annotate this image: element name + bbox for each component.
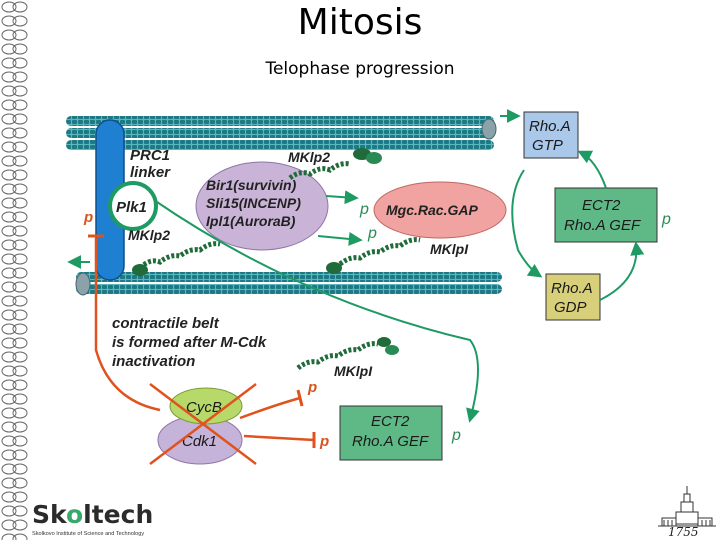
cpc-bir1-label: Bir1(survivin) xyxy=(206,177,297,193)
mklp1-low-label: MKlpI xyxy=(334,363,373,379)
cpc-complex xyxy=(195,161,329,251)
arrow-plk1-to-ect2 xyxy=(153,199,480,423)
gap-phospho-1: p xyxy=(359,201,369,218)
arrow-ect2-to-gtp xyxy=(577,150,607,189)
contractile-text-2: is formed after M-Cdk xyxy=(112,334,267,351)
rhoa-gtp-label-1: Rho.A xyxy=(529,118,571,135)
arrow-gdp-to-ect2 xyxy=(599,241,645,301)
cross-line-2 xyxy=(149,383,257,465)
plk1-node xyxy=(108,181,158,231)
microtubule-bottom xyxy=(75,272,502,296)
motor-mklp1-low xyxy=(296,337,399,370)
decorative-border xyxy=(0,0,30,540)
motor-mklp2-bottom xyxy=(132,241,221,276)
contractile-text-1: contractile belt xyxy=(112,315,220,332)
inhibit-to-ect2 xyxy=(243,432,316,448)
arrow-cpc-to-gap-2 xyxy=(317,231,363,246)
cpc-sli15-label: Sli15(INCENP) xyxy=(206,195,301,211)
arrow-gtp-to-gdp xyxy=(511,169,543,278)
ect2-bottom-phospho: p xyxy=(451,427,461,444)
linker-label: linker xyxy=(130,164,171,181)
skoltech-logo: Skoltech Skolkovo Institute of Science a… xyxy=(32,500,154,537)
ect2-right-label-2: Rho.A GEF xyxy=(564,217,641,234)
rhoa-gdp-label-2: GDP xyxy=(554,299,587,316)
founding-year: 1755 xyxy=(668,525,699,539)
cpc-ipl1-label: Ipl1(AuroraB) xyxy=(206,213,296,229)
logo-tagline: Skolkovo Institute of Science and Techno… xyxy=(32,531,145,537)
cycb-label: CycB xyxy=(186,399,222,416)
arrow-cpc-to-gap xyxy=(325,190,359,205)
rhoa-gtp-box xyxy=(523,111,579,159)
cycb-node xyxy=(169,387,243,425)
rhoa-gdp-label-1: Rho.A xyxy=(551,280,593,297)
mklp1-mid-label: MKlpI xyxy=(430,241,469,257)
ect2-bottom-label-2: Rho.A GEF xyxy=(352,433,429,450)
microtubule-top xyxy=(66,116,497,150)
university-building-icon xyxy=(658,486,716,527)
slide-title: Mitosis xyxy=(297,2,423,43)
rhoa-gtp-label-2: GTP xyxy=(532,137,563,154)
rhoa-gdp-box xyxy=(545,273,601,321)
ect2-phospho-red: p xyxy=(319,433,329,450)
inhibit-to-mklp1 xyxy=(239,389,304,420)
plk1-phospho: p xyxy=(83,209,93,226)
ect2-right-label-1: ECT2 xyxy=(582,197,621,214)
mklp1-phospho: p xyxy=(307,379,317,396)
contractile-text-3: inactivation xyxy=(112,353,195,370)
ect2-bottom-label-1: ECT2 xyxy=(371,413,410,430)
motor-mklp2-top xyxy=(288,148,382,181)
gap-phospho-2: p xyxy=(367,225,377,242)
plk1-label: Plk1 xyxy=(116,199,147,216)
ect2-bottom-box xyxy=(339,405,443,461)
inhibit-to-plk1 xyxy=(88,234,161,412)
prc1-label: PRC1 xyxy=(130,147,170,164)
mklp2-bottom-label: MKlp2 xyxy=(128,227,170,243)
motor-mklp1-mid xyxy=(326,237,421,274)
mgcracgap-label: Mgc.Rac.GAP xyxy=(386,202,478,218)
ect2-right-phospho: p xyxy=(661,211,671,228)
cdk1-label: Cdk1 xyxy=(182,433,217,450)
slide-subtitle: Telophase progression xyxy=(265,59,455,79)
mgcracgap-node xyxy=(373,181,507,239)
mklp2-top-label: MKlp2 xyxy=(288,149,330,165)
